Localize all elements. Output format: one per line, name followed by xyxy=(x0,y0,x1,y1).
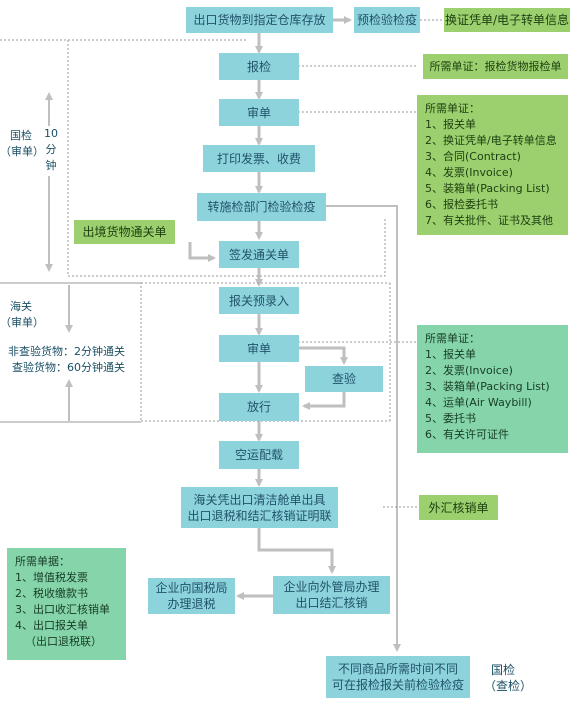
forex-form-label: 外汇核销单 xyxy=(419,495,498,520)
step-print-invoice: 打印发票、收费 xyxy=(203,145,315,172)
step-customs-clearance: 海关凭出口清洁舱单出具 出口退税和结汇核销证明联 xyxy=(181,487,338,528)
guojian2-label-line2: （查检） xyxy=(484,679,533,693)
docs-customs-box: 所需单证： 1、报关单 2、发票(Invoice) 3、装箱单(Packing … xyxy=(417,325,568,453)
list-item: 3、合同(Contract) xyxy=(425,150,521,163)
step-transfer-inspection: 转施检部门检验检疫 xyxy=(197,193,326,221)
inspect-time-label: 查验货物：60分钟通关 xyxy=(12,361,125,374)
ten-minutes-number: 10 xyxy=(44,127,58,140)
list-item: 4、发票(Invoice) xyxy=(425,166,513,179)
step-warehouse: 出口货物到指定仓库存放 xyxy=(186,7,333,33)
list-item: 1、报关单 xyxy=(425,118,476,131)
note-line2: 可在报检报关前检验检疫 xyxy=(331,678,464,692)
guojian2-label-line1: 国检 xyxy=(491,663,516,677)
step-tax-refund: 企业向国税局 办理退税 xyxy=(148,578,235,614)
step-inspect: 查验 xyxy=(305,366,383,392)
guojian-label-line1: 国检 xyxy=(10,129,32,142)
ten-minutes-label: 10 分 钟 xyxy=(44,127,58,173)
list-item: 6、有关许可证件 xyxy=(425,428,509,441)
arrow-outbound-issue xyxy=(188,242,216,262)
docs-review-box: 所需单证： 1、报关单 2、换证凭单/电子转单信息 3、合同(Contract)… xyxy=(417,95,568,235)
exchange-certificate-label: 换证凭单/电子转单信息 xyxy=(444,8,570,32)
step-air-loading: 空运配载 xyxy=(219,441,299,469)
docs-customs-title: 所需单证： xyxy=(425,332,480,345)
list-item: 5、装箱单(Packing List) xyxy=(425,182,550,195)
list-item: 3、出口收汇核销单 xyxy=(15,603,110,616)
step-pre-inspection: 预检验检疫 xyxy=(354,7,420,33)
note-box: 不同商品所需时间不同 可在报检报关前检验检疫 xyxy=(326,656,470,698)
tax-refund-line1: 企业向国税局 xyxy=(155,581,228,595)
list-item: 2、税收缴款书 xyxy=(15,587,88,600)
list-item: 3、装箱单(Packing List) xyxy=(425,380,550,393)
list-item: 4、出口报关单 xyxy=(15,619,88,632)
no-inspect-time-label: 非查验货物：2分钟通关 xyxy=(8,345,125,358)
list-item: 4、运单(Air Waybill) xyxy=(425,396,532,409)
customs-label-line2: （审单） xyxy=(0,316,44,329)
list-item: 5、委托书 xyxy=(425,412,476,425)
ten-minutes-char2: 钟 xyxy=(45,159,57,172)
forex-bureau-line2: 出口结汇核销 xyxy=(295,596,368,610)
guojian-label-line2: （审单） xyxy=(0,145,44,158)
list-item: 2、换证凭单/电子转单信息 xyxy=(425,134,557,147)
guojian-region xyxy=(0,39,386,277)
list-item: 1、增值税发票 xyxy=(15,571,88,584)
step-forex-bureau: 企业向外管局办理 出口结汇核销 xyxy=(273,576,390,614)
ten-minutes-char1: 分 xyxy=(45,143,57,156)
step-declare-inspection: 报检 xyxy=(219,53,299,80)
note-line1: 不同商品所需时间不同 xyxy=(337,662,458,676)
list-item: 7、有关批件、证书及其他 xyxy=(425,214,553,227)
arrow-review2-inspect xyxy=(298,346,348,365)
step-issue-pass: 签发通关单 xyxy=(219,241,299,268)
tax-refund-line2: 办理退税 xyxy=(167,597,216,611)
step-release: 放行 xyxy=(219,393,299,421)
arrow-clearance-forex xyxy=(257,528,336,574)
docs-refund-note: （出口退税联） xyxy=(25,635,102,648)
step-review2: 审单 xyxy=(219,335,299,362)
outbound-pass-label: 出境货物通关单 xyxy=(74,220,175,244)
customs-label-line1: 海关 xyxy=(10,300,32,313)
list-item: 6、报检委托书 xyxy=(425,198,498,211)
docs-refund-title: 所需单据： xyxy=(15,555,70,568)
customs-clearance-line1: 海关凭出口清洁舱单出具 xyxy=(193,492,326,507)
arrow-transfer-note xyxy=(326,205,401,652)
step-review1: 审单 xyxy=(219,99,299,126)
forex-bureau-line1: 企业向外管局办理 xyxy=(283,580,380,594)
docs-inspection-box: 所需单证：报检货物报检单 xyxy=(423,54,568,79)
docs-refund-box: 所需单据： 1、增值税发票 2、税收缴款书 3、出口收汇核销单 4、出口报关单 … xyxy=(7,548,126,660)
customs-clearance-line2: 出口退税和结汇核销证明联 xyxy=(187,508,332,523)
arrow-inspect-release xyxy=(302,392,346,410)
list-item: 1、报关单 xyxy=(425,348,476,361)
step-customs-prerecord: 报关预录入 xyxy=(219,287,299,314)
list-item: 2、发票(Invoice) xyxy=(425,364,513,377)
docs-review-title: 所需单证： xyxy=(425,102,480,115)
